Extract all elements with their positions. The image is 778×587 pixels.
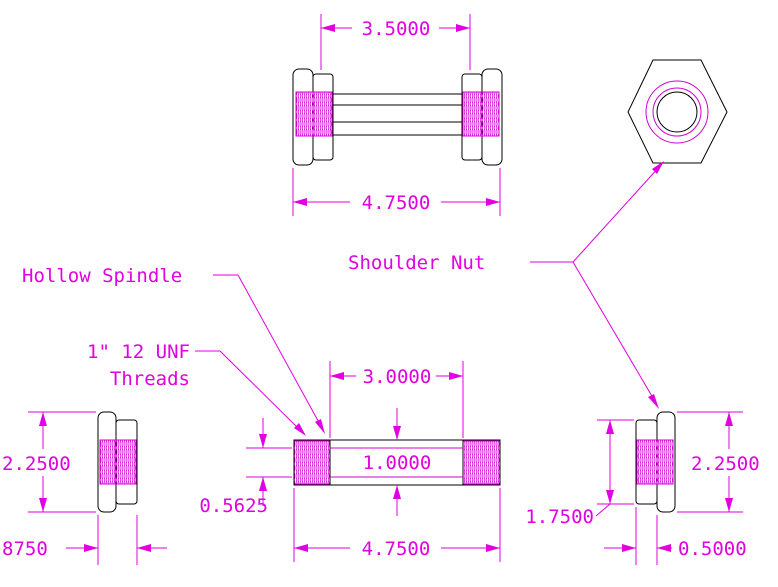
dim-spindle-overall-length: 4.7500 (362, 538, 431, 560)
label-shoulder-nut: Shoulder Nut (348, 252, 485, 274)
dim-top-overall-length: 4.7500 (362, 192, 431, 214)
dim-spindle-bore: 0.5625 (199, 495, 268, 517)
dim-top-inner-length: 3.5000 (362, 18, 431, 40)
label-hollow-spindle: Hollow Spindle (22, 265, 182, 287)
dim-spindle-diameter: 1.0000 (363, 452, 432, 474)
assembly-top-view (292, 14, 503, 216)
dim-right-nut-shoulder: 1.7500 (525, 506, 594, 528)
dim-left-nut-thickness: 8750 (2, 538, 48, 560)
dim-right-nut-thickness: 0.5000 (678, 538, 747, 560)
leaders (195, 161, 664, 436)
spindle-side-view (246, 361, 501, 562)
hex-nut-end-view (627, 59, 728, 164)
label-threads-line1: 1" 12 UNF (87, 341, 190, 363)
left-nut-side-view (28, 411, 167, 565)
right-nut-side-view (595, 411, 743, 565)
dim-right-nut-height: 2.2500 (691, 453, 760, 475)
dim-left-nut-height: 2.2500 (2, 453, 71, 475)
label-threads-line2: Threads (110, 368, 190, 390)
dim-spindle-unthreaded-length: 3.0000 (363, 366, 432, 388)
